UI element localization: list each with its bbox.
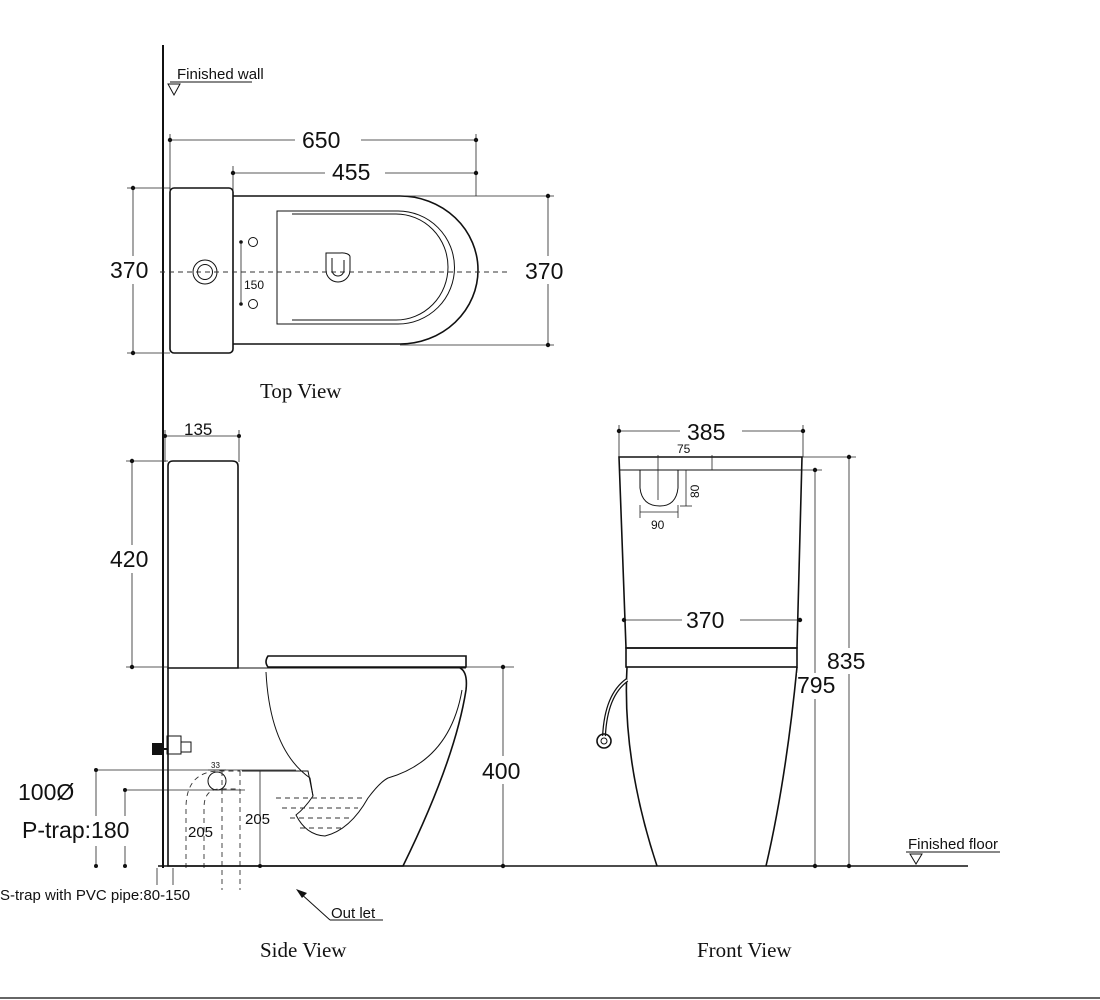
side-seat-height-dim: 400 [482,758,520,784]
side-waste-outlet [207,771,227,791]
top-cistern [169,187,234,354]
front-pan-height-dim: 795 [797,672,835,698]
top-pan-rim [276,210,455,325]
top-hole-spacing-dim: 150 [244,278,264,292]
top-fixing-hole-lower [248,299,258,309]
top-view: 650 455 150 370 [108,124,574,403]
side-inner-bowl [265,671,463,837]
front-button-offset-dim: 75 [677,442,691,456]
side-angle-valve-icon [152,735,192,755]
side-view: 135 420 33 [0,420,530,962]
front-pan-width-dim: 370 [686,607,724,633]
side-seat [265,655,467,668]
front-hose-connector-icon [596,733,612,749]
side-s-trap-label: S-trap with PVC pipe:80-150 [0,887,190,904]
finished-floor-symbol [909,853,923,865]
side-p-trap-label: P-trap:180 [22,817,129,843]
side-pan-body [167,667,468,867]
front-water-hose [602,678,629,737]
top-pan-length-dim: 455 [332,159,370,185]
top-bowl-outlet-icon [325,252,351,283]
front-view-title: Front View [697,938,792,962]
side-pipe-size-label: 100Ø [18,779,74,805]
side-outlet-height-a-dim: 205 [188,824,213,841]
front-total-height-dim: 835 [827,648,865,674]
top-pan-outline [233,195,479,345]
finished-wall-label: Finished wall [177,66,264,83]
side-outlet-height-b-dim: 205 [245,811,270,828]
side-outlet-size-dim: 33 [211,761,220,770]
top-width-left-dim: 370 [110,257,148,283]
side-cistern-depth-dim: 135 [184,420,212,439]
front-button-depth-dim: 80 [688,484,702,498]
top-overall-length-dim: 650 [302,127,340,153]
side-outlet-label: Out let [331,905,376,922]
front-view: 385 75 90 80 370 835 [596,416,876,962]
front-button-width-dim: 90 [651,518,665,532]
front-seat [625,647,798,668]
front-pan-body [625,666,798,867]
top-fixing-hole-upper [248,237,258,247]
top-width-right-dim: 370 [525,258,563,284]
side-view-title: Side View [260,938,347,962]
front-cistern-width-dim: 385 [687,419,725,445]
top-view-title: Top View [260,379,342,403]
finished-wall-symbol [167,83,181,97]
side-cistern [167,460,239,669]
finished-floor-label: Finished floor [908,836,998,853]
side-cistern-height-dim: 420 [110,546,148,572]
front-flush-button-cutout [639,470,679,507]
